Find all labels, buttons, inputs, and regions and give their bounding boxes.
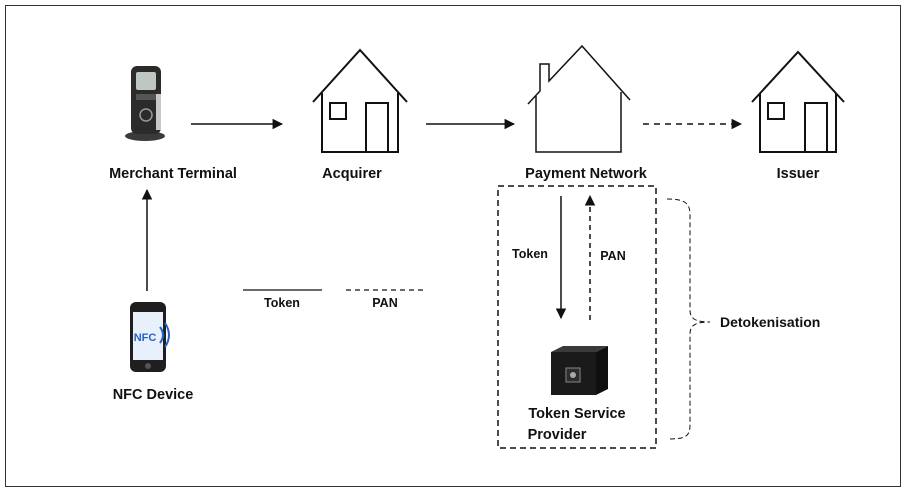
- tsp-label-line1: Token Service: [528, 406, 625, 422]
- nfc-device-label: NFC Device: [113, 387, 194, 403]
- acquirer-label: Acquirer: [322, 166, 382, 182]
- merchant-terminal-icon: [125, 66, 165, 141]
- legend-token-label: Token: [264, 296, 300, 310]
- issuer-label: Issuer: [777, 166, 820, 182]
- payment-network-house-icon: [527, 44, 631, 153]
- vault-icon: [551, 346, 608, 395]
- acquirer-house-icon: [312, 48, 408, 153]
- nfc-phone-icon: NFC: [130, 302, 170, 372]
- token-flow-label: Token: [512, 247, 548, 261]
- outer-frame: [5, 5, 901, 487]
- tsp-label-line2: Provider: [528, 427, 587, 443]
- legend-pan-label: PAN: [372, 296, 397, 310]
- issuer-house-icon: [751, 50, 845, 153]
- detokenisation-label: Detokenisation: [720, 314, 820, 330]
- payment-network-label: Payment Network: [525, 166, 648, 182]
- pan-flow-label: PAN: [600, 249, 625, 263]
- nfc-screen-text: NFC: [134, 332, 157, 344]
- detokenisation-brace: [666, 198, 711, 440]
- merchant-terminal-label: Merchant Terminal: [109, 166, 237, 182]
